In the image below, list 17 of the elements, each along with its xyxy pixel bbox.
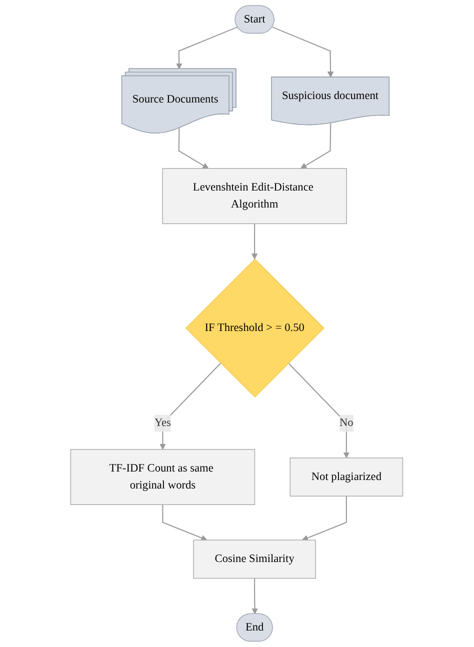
node-box: Cosine Similarity: [193, 540, 316, 579]
arrow: [160, 362, 222, 450]
arrow: [176, 26, 238, 70]
node-box: Not plagiarized: [290, 458, 404, 497]
node-box: TF-IDF Count as same original words: [70, 449, 256, 506]
arrow: [178, 128, 209, 169]
arrow: [300, 123, 332, 169]
arrow: [162, 504, 208, 541]
arrow: [288, 362, 350, 458]
node-box: Levenshtein Edit-Distance Algorithm: [162, 168, 348, 224]
arrow: [252, 224, 258, 260]
edge-label: No: [340, 416, 354, 429]
arrow: [252, 578, 258, 614]
arrow: [272, 26, 334, 78]
edge-label: Yes: [154, 416, 172, 429]
node-diamond: IF Threshold > = 0.50: [186, 258, 325, 398]
arrow: [302, 496, 348, 541]
